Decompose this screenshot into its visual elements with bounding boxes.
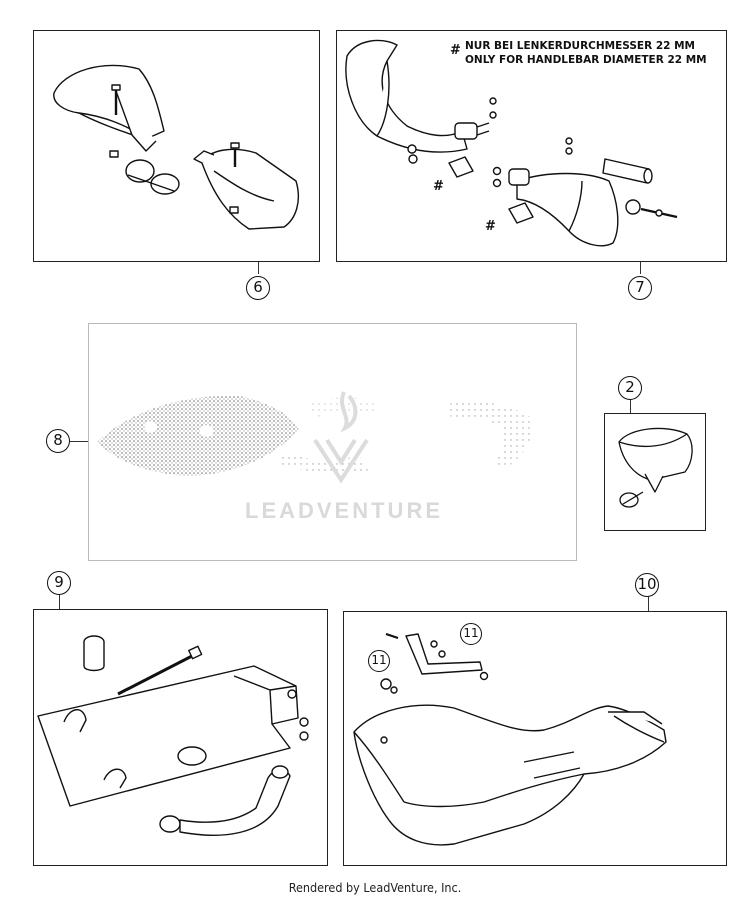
- callout-9-leader: [59, 594, 60, 609]
- note-line-de: NUR BEI LENKERDURCHMESSER 22 MM: [465, 40, 696, 52]
- callout-10: 10: [635, 573, 659, 597]
- hash-mark-upper-spacer: #: [433, 179, 444, 194]
- callout-6-leader: [258, 262, 259, 274]
- watermark-text: LEADVENTURE: [245, 498, 444, 523]
- callout-11-lower: 11: [368, 650, 390, 672]
- callout-6: 6: [246, 276, 270, 300]
- callout-7: 7: [628, 276, 652, 300]
- part-2-drawing: [618, 427, 693, 508]
- skid-plate-a-drawing: [37, 635, 309, 836]
- hand-guard-drawing: [53, 64, 300, 230]
- footer-credit: Rendered by LeadVenture, Inc.: [288, 880, 462, 895]
- note-hash-symbol: #: [450, 43, 461, 58]
- callout-8: 8: [46, 429, 70, 453]
- handguard-22mm-drawing: [345, 39, 678, 247]
- decal-sheet-drawing: [97, 395, 533, 476]
- callout-2: 2: [618, 376, 642, 400]
- panel-hand-guards: [33, 30, 320, 262]
- watermark-logo-icon: [313, 391, 369, 484]
- skid-plate-b-drawing: [353, 632, 667, 846]
- panel-skid-plate-b: [343, 611, 727, 866]
- panel-skid-plate-a: [33, 609, 328, 866]
- handlebar-note: NUR BEI LENKERDURCHMESSER 22 MM ONLY FOR…: [465, 39, 707, 67]
- callout-7-leader: [640, 262, 641, 274]
- callout-10-leader: [648, 596, 649, 611]
- panel-handguards-22mm: NUR BEI LENKERDURCHMESSER 22 MM ONLY FOR…: [336, 30, 727, 262]
- callout-9: 9: [47, 571, 71, 595]
- note-line-en: ONLY FOR HANDLEBAR DIAMETER 22 MM: [465, 54, 707, 66]
- callout-2-leader: [630, 399, 631, 413]
- hash-mark-lower-spacer: #: [485, 219, 496, 234]
- panel-part-2: [604, 413, 706, 531]
- callout-11-upper: 11: [460, 623, 482, 645]
- panel-decal-sheet: [88, 323, 577, 561]
- callout-8-leader: [70, 441, 88, 442]
